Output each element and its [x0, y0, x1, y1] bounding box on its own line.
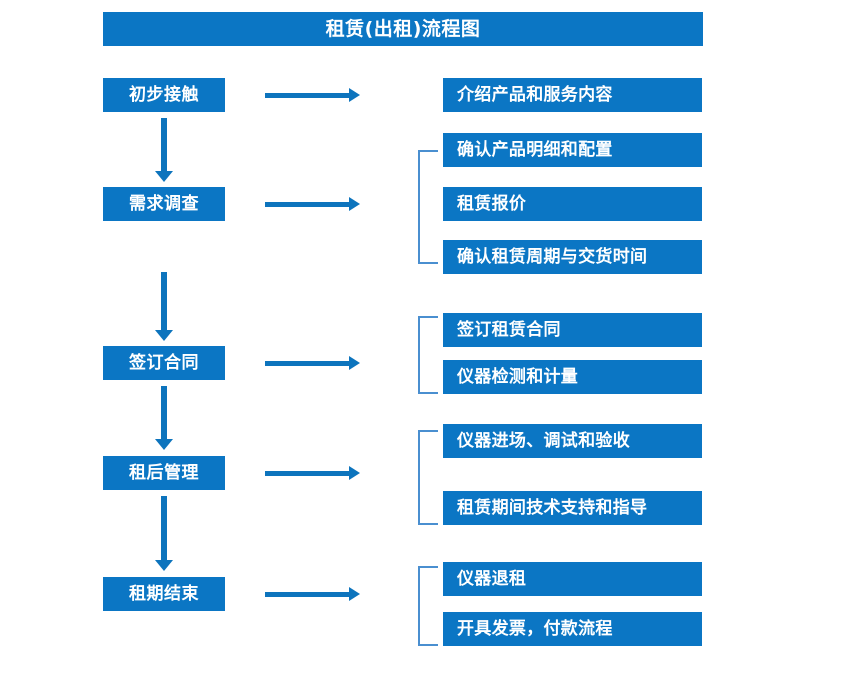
down-arrow-icon-4: [155, 496, 173, 571]
stage-box-5[interactable]: 租期结束: [103, 577, 225, 611]
detail-box-1[interactable]: 介绍产品和服务内容: [443, 78, 702, 112]
down-arrow-icon-2: [155, 272, 173, 341]
diagram-title: 租赁(出租)流程图: [325, 17, 481, 40]
stage-box-4[interactable]: 租后管理: [103, 456, 225, 490]
down-arrow-icon-3: [155, 386, 173, 450]
group-bracket-2: [418, 316, 438, 394]
detail-box-10[interactable]: 开具发票，付款流程: [443, 612, 702, 646]
detail-label-7: 仪器进场、调试和验收: [457, 430, 630, 451]
diagram-title-bar: 租赁(出租)流程图: [103, 12, 703, 46]
detail-label-5: 签订租赁合同: [457, 319, 561, 340]
detail-label-8: 租赁期间技术支持和指导: [457, 497, 648, 518]
stage-label-2: 需求调查: [129, 193, 199, 214]
detail-box-8[interactable]: 租赁期间技术支持和指导: [443, 491, 702, 525]
detail-label-6: 仪器检测和计量: [457, 366, 579, 387]
group-bracket-1: [418, 150, 438, 264]
down-arrow-icon-1: [155, 118, 173, 182]
stage-label-5: 租期结束: [129, 583, 199, 604]
stage-label-4: 租后管理: [129, 462, 199, 483]
detail-box-4[interactable]: 确认租赁周期与交货时间: [443, 240, 702, 274]
detail-label-9: 仪器退租: [457, 568, 527, 589]
detail-box-3[interactable]: 租赁报价: [443, 187, 702, 221]
detail-box-7[interactable]: 仪器进场、调试和验收: [443, 424, 702, 458]
right-arrow-icon-3: [265, 356, 360, 370]
right-arrow-icon-4: [265, 466, 360, 480]
right-arrow-icon-5: [265, 587, 360, 601]
detail-box-9[interactable]: 仪器退租: [443, 562, 702, 596]
stage-label-1: 初步接触: [129, 84, 199, 105]
detail-label-1: 介绍产品和服务内容: [457, 84, 613, 105]
group-bracket-4: [418, 566, 438, 646]
detail-label-10: 开具发票，付款流程: [457, 618, 613, 639]
right-arrow-icon-2: [265, 197, 360, 211]
stage-box-3[interactable]: 签订合同: [103, 346, 225, 380]
detail-label-4: 确认租赁周期与交货时间: [457, 246, 648, 267]
group-bracket-3: [418, 430, 438, 525]
stage-label-3: 签订合同: [129, 352, 199, 373]
stage-box-2[interactable]: 需求调查: [103, 187, 225, 221]
detail-box-2[interactable]: 确认产品明细和配置: [443, 133, 702, 167]
detail-label-2: 确认产品明细和配置: [457, 139, 613, 160]
detail-box-5[interactable]: 签订租赁合同: [443, 313, 702, 347]
detail-box-6[interactable]: 仪器检测和计量: [443, 360, 702, 394]
detail-label-3: 租赁报价: [457, 193, 527, 214]
stage-box-1[interactable]: 初步接触: [103, 78, 225, 112]
right-arrow-icon-1: [265, 88, 360, 102]
